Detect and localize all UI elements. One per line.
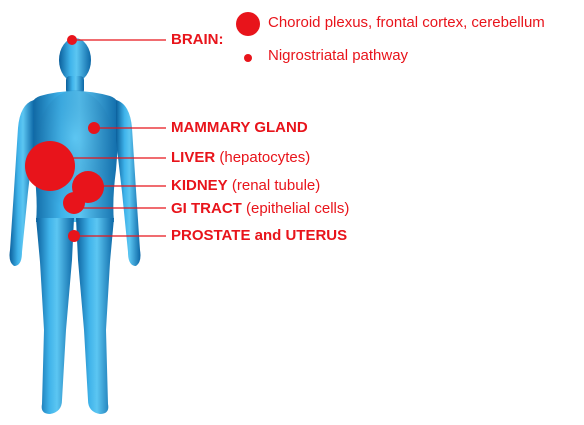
label-brain-name: BRAIN: [171, 31, 224, 48]
label-brain: BRAIN: [171, 31, 224, 49]
legend-large-text: Choroid plexus, frontal cortex, cerebell… [268, 14, 545, 32]
label-liver-name: LIVER [171, 149, 215, 166]
label-gi: GI TRACT (epithelial cells) [171, 200, 349, 218]
label-kidney-detail: (renal tubule) [228, 177, 321, 194]
label-mammary-name: MAMMARY GLAND [171, 119, 308, 136]
legend-small-text: Nigrostriatal pathway [268, 47, 408, 65]
right-leg [76, 218, 114, 414]
right-arm [116, 100, 141, 266]
label-liver-detail: (hepatocytes) [215, 149, 310, 166]
head [59, 38, 91, 82]
label-kidney: KIDNEY (renal tubule) [171, 177, 320, 195]
dot-liver [25, 141, 75, 191]
legend-small-dot [244, 54, 252, 62]
left-leg [36, 218, 74, 414]
label-kidney-name: KIDNEY [171, 177, 228, 194]
dot-brain [67, 35, 77, 45]
label-mammary: MAMMARY GLAND [171, 119, 308, 137]
label-prostate: PROSTATE and UTERUS [171, 227, 347, 245]
left-arm [10, 100, 35, 266]
legend-large-dot [236, 12, 260, 36]
label-gi-detail: (epithelial cells) [242, 200, 350, 217]
label-liver: LIVER (hepatocytes) [171, 149, 310, 167]
dot-gi [63, 192, 85, 214]
label-gi-name: GI TRACT [171, 200, 242, 217]
dot-prostate [68, 230, 80, 242]
dot-mammary [88, 122, 100, 134]
label-prostate-name: PROSTATE and UTERUS [171, 227, 347, 244]
